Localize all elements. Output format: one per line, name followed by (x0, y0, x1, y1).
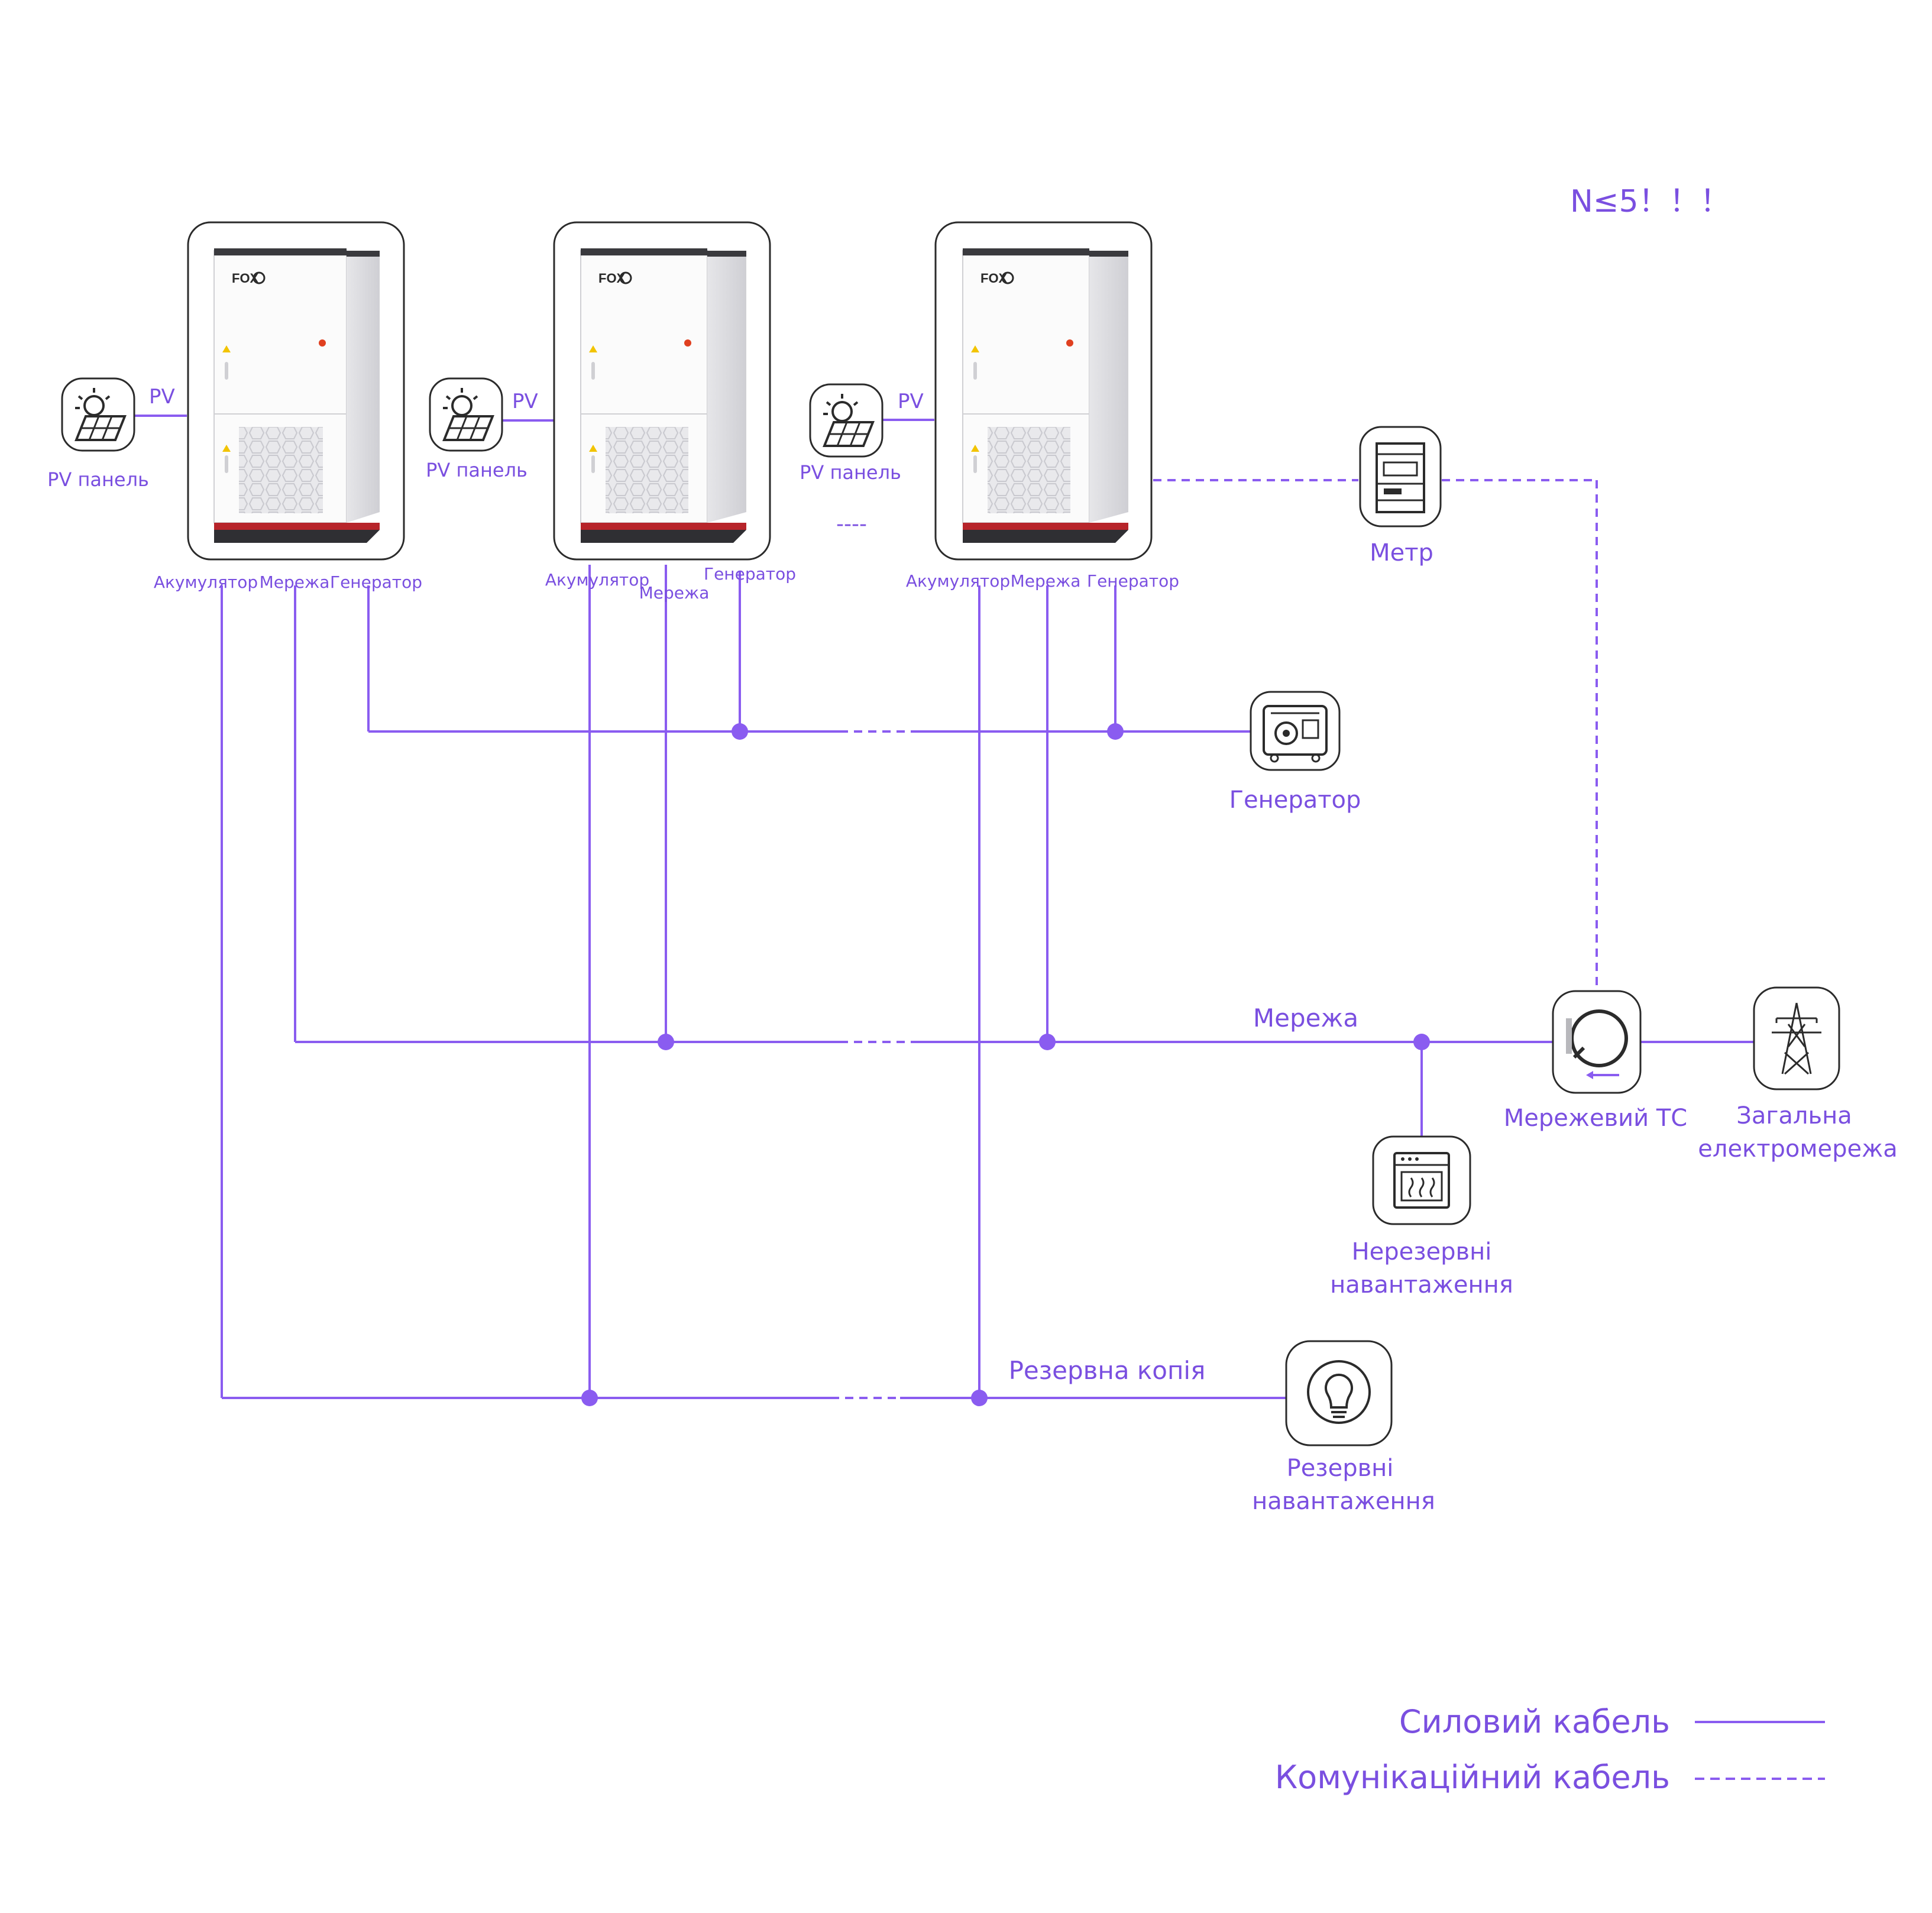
non-backup-loads-label-line2: навантаження (1330, 1271, 1513, 1299)
pv-label-2: PV (512, 390, 538, 413)
oven-icon (1372, 1135, 1471, 1225)
port-grid-label-1: Мережа (260, 572, 330, 592)
brand-logo: FOX (980, 271, 1008, 286)
generator-icon (1250, 691, 1341, 771)
port-battery-label-2: Акумулятор (545, 570, 649, 590)
port-generator-label-3: Генератор (1087, 571, 1179, 591)
port-battery-label-3: Акумулятор (906, 571, 1010, 591)
pv-panel-icon-3 (809, 383, 884, 458)
port-grid-label-2: Мережа (639, 583, 710, 603)
bus-ellipsis-dashes (831, 730, 914, 1399)
power-tower-icon (1753, 986, 1840, 1090)
inverter-cabinet-1: FOX (187, 221, 405, 561)
meter-label: Метр (1370, 539, 1433, 567)
meter-icon (1359, 426, 1442, 527)
power-wires (135, 415, 1754, 1399)
junction-dots (581, 723, 1430, 1406)
grid-bus-label: Мережа (1253, 1004, 1358, 1032)
inverter-cabinet-3: FOX (934, 221, 1153, 561)
grid-ct-label: Мережевий ТС (1504, 1105, 1687, 1132)
light-bulb-icon (1285, 1340, 1393, 1446)
parallel-limit-note: N≤5！！！ (1570, 184, 1731, 219)
legend-power-cable-label: Силовий кабель (1399, 1703, 1670, 1740)
pv-panel-label-2: PV панель (426, 459, 528, 481)
pv-panel-label-3: PV панель (800, 461, 901, 484)
generator-label: Генератор (1229, 786, 1361, 814)
pv-label-1: PV (149, 385, 175, 409)
comm-wire (1153, 479, 1598, 989)
pv-panel-label-1: PV панель (47, 468, 149, 491)
more-inverters-ellipsis: ---- (836, 512, 867, 536)
port-grid-label-3: Мережа (1011, 571, 1081, 591)
legend-comm-cable-label: Комунікаційний кабель (1275, 1759, 1670, 1796)
inverter-cabinet-2: FOX (553, 221, 771, 561)
backup-bus-label: Резервна копія (1009, 1356, 1206, 1385)
port-generator-label-2: Генератор (704, 564, 796, 584)
pv-panel-icon-2 (429, 377, 503, 452)
utility-grid-label-line1: Загальна (1736, 1102, 1852, 1129)
backup-loads-label-line2: навантаження (1252, 1488, 1435, 1515)
utility-grid-label-line2: електромережа (1698, 1135, 1897, 1163)
non-backup-loads-label-line1: Нерезервні (1352, 1238, 1492, 1265)
port-generator-label-1: Генератор (330, 572, 422, 592)
ct-clamp-icon (1552, 990, 1642, 1094)
pv-panel-icon-1 (61, 377, 135, 452)
legend: Силовий кабель Комунікаційний кабель (1275, 1703, 1825, 1796)
backup-loads-label-line1: Резервні (1287, 1455, 1394, 1482)
brand-logo: FOX (598, 271, 626, 286)
brand-logo: FOX (232, 271, 259, 286)
port-battery-label-1: Акумулятор (154, 572, 258, 592)
pv-label-3: PV (898, 390, 924, 413)
